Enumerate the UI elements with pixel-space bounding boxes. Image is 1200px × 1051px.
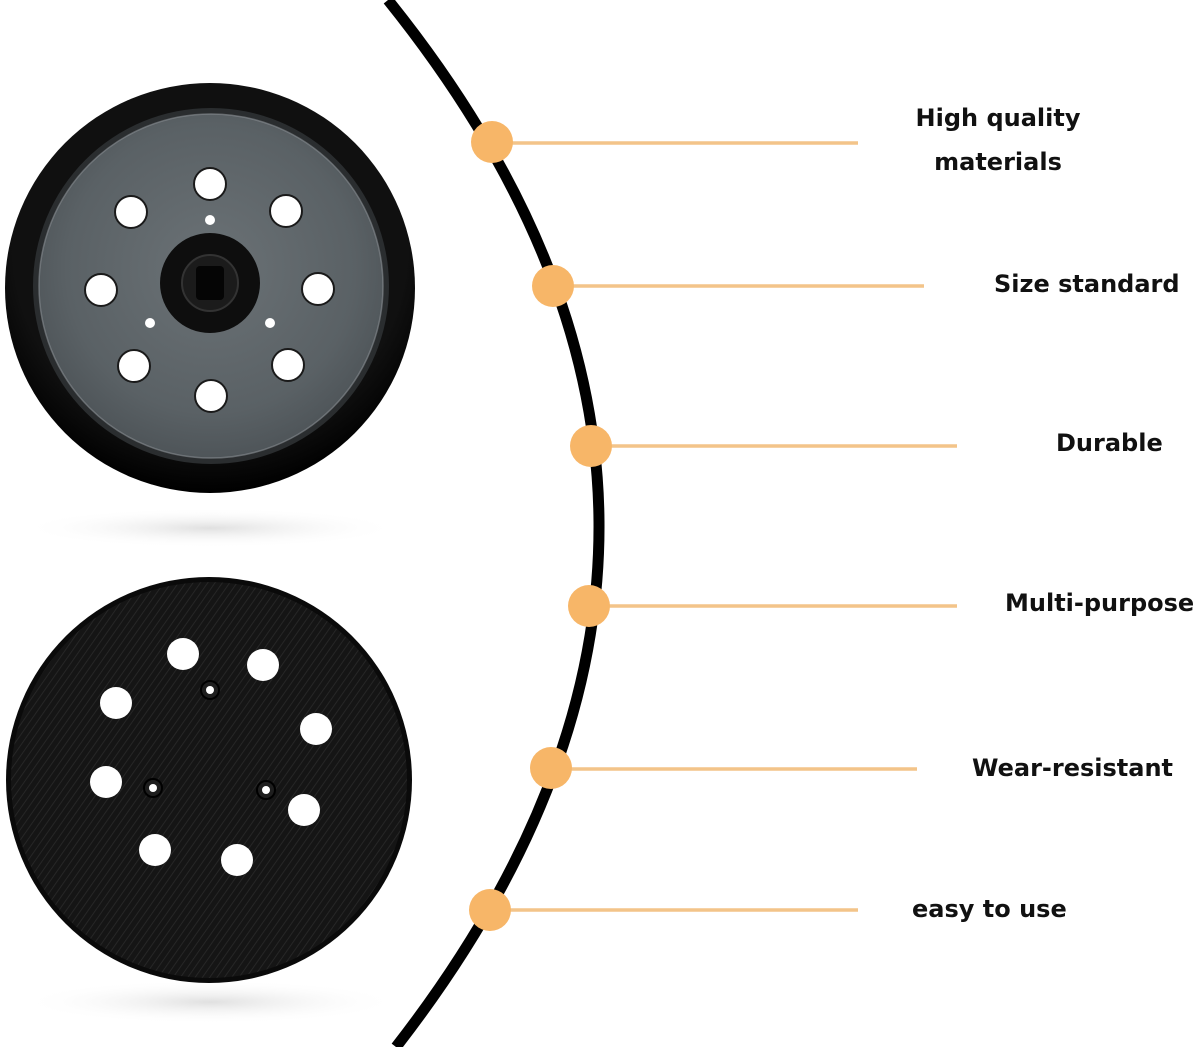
feature-label-text: Multi-purpose [1005,589,1195,617]
pad-screw-hole [145,318,155,328]
pad-hole [194,379,228,413]
feature-label-line: High quality [915,104,1081,132]
pad-hole [117,349,151,383]
feature-label-high-quality: High quality materials [898,96,1098,184]
pad-shadow [20,508,400,548]
connector-dot [469,889,511,931]
feature-label-text: Wear-resistant [972,754,1174,782]
feature-label-wear-resistant: Wear-resistant [972,746,1173,790]
connector-dot [570,425,612,467]
pad-screw-hole [262,786,270,794]
pad-screw-hole [265,318,275,328]
pad-bottom-holes [90,638,332,876]
pad-shadow [20,980,400,1024]
feature-label-durable: Durable [1056,421,1163,465]
pad-hole [221,844,253,876]
pad-screw-hole [205,215,215,225]
feature-label-multi-purpose: Multi-purpose [1005,581,1194,625]
feature-label-text: Durable [1056,429,1163,457]
pad-hole [193,167,227,201]
pad-hole [269,194,303,228]
pad-hole [100,687,132,719]
pad-top-holes [84,167,335,413]
pad-hole [301,272,335,306]
pad-hole [167,638,199,670]
pad-screw-hole [206,686,214,694]
connector-dot [532,265,574,307]
pad-screw-hole [149,784,157,792]
feature-label-text: easy to use [912,895,1067,923]
feature-label-text: Size standard [994,270,1180,298]
pad-hole [271,348,305,382]
sanding-pad-top [5,83,415,548]
feature-label-size-standard: Size standard [994,262,1180,306]
feature-label-line: materials [934,148,1062,176]
pad-velcro-face [11,582,407,978]
pad-hole [139,834,171,866]
pad-hole [84,273,118,307]
feature-label-easy-to-use: easy to use [912,887,1067,931]
pad-hole [300,713,332,745]
connector-dot [471,121,513,163]
pad-hole [288,794,320,826]
pad-hole [247,649,279,681]
feature-connectors [469,121,957,931]
sanding-pad-bottom [6,577,412,1024]
connector-dot [568,585,610,627]
pad-hole [90,766,122,798]
connector-dot [530,747,572,789]
pad-hole [114,195,148,229]
